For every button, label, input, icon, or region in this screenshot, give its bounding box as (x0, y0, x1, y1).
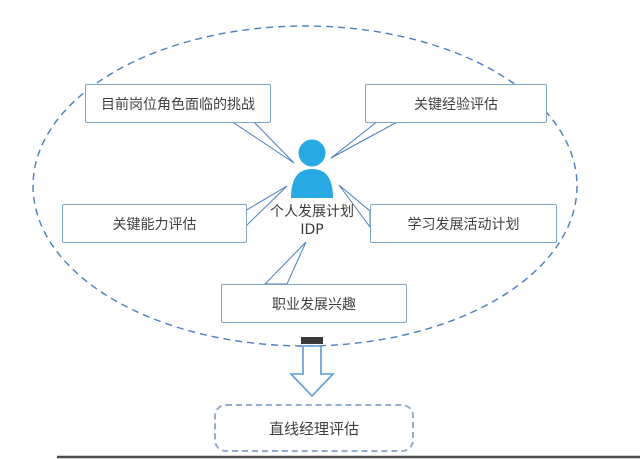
center-caption: 个人发展计划 IDP (238, 203, 386, 239)
person-icon (291, 139, 333, 198)
node-learning: 学习发展活动计划 (370, 204, 557, 243)
center-caption-abbr: IDP (300, 222, 324, 238)
arrow-cap (301, 337, 323, 344)
node-capability: 关键能力评估 (62, 204, 247, 243)
node-experience: 关键经验评估 (365, 84, 547, 123)
connector-experience (330, 120, 400, 159)
down-arrow (289, 345, 335, 398)
boundary-ellipse (32, 25, 578, 347)
node-interest: 职业发展兴趣 (221, 284, 407, 323)
connector-challenge (229, 120, 295, 164)
connector-interest (263, 241, 307, 285)
node-challenge: 目前岗位角色面临的挑战 (85, 84, 271, 123)
node-manager: 直线经理评估 (214, 404, 414, 452)
center-caption-title: 个人发展计划 (270, 204, 354, 220)
